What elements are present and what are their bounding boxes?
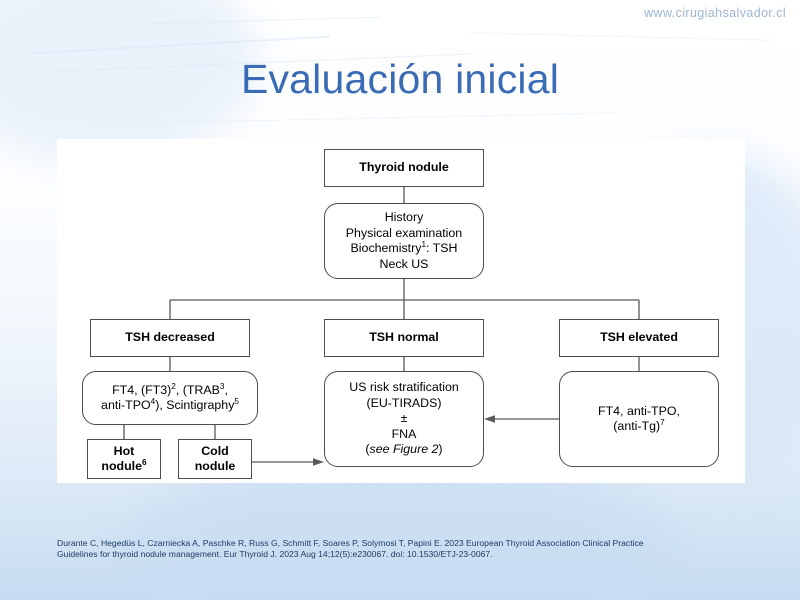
node-tsh-normal-label: TSH normal [369, 330, 439, 345]
node-hot-line-2: nodule6 [101, 457, 147, 474]
node-ft4-antitpo-label: anti-TPO [101, 398, 151, 412]
node-cold-nodule[interactable]: Cold nodule [178, 439, 252, 479]
node-ft4-line-1-tail: , [224, 382, 228, 397]
node-us-line-3: ± [400, 411, 408, 426]
node-us-line-1: US risk stratification [349, 380, 459, 395]
background-streak-5 [470, 32, 770, 41]
citation-line-1: Durante C, Hegedüs L, Czarniecka A, Pasc… [57, 538, 644, 548]
citation-line-2: Guidelines for thyroid nodule management… [57, 548, 493, 559]
node-history[interactable]: History Physical examination Biochemistr… [324, 203, 484, 279]
node-tsh-elevated-label: TSH elevated [600, 330, 678, 345]
citation-block: Durante C, Hegedüs L, Czarniecka A, Pasc… [57, 538, 757, 559]
footnote-marker-2: 2 [171, 381, 176, 391]
footnote-marker-3: 3 [219, 381, 225, 391]
footnote-marker-5: 5 [234, 396, 239, 406]
node-thyroid-nodule[interactable]: Thyroid nodule [324, 149, 484, 187]
node-elevated-line-2: (anti-Tg)7 [598, 417, 680, 435]
node-tsh-elevated[interactable]: TSH elevated [559, 319, 719, 357]
node-us-line-2: (EU-TIRADS) [366, 395, 442, 410]
footnote-marker-1: 1 [421, 239, 427, 249]
node-us-paren-close: ) [438, 442, 443, 457]
arrowhead-elevated-to-us [484, 415, 495, 423]
node-cold-line-2: nodule [194, 459, 236, 473]
arrowhead-cold-to-us [313, 458, 324, 466]
footnote-marker-4: 4 [150, 396, 156, 406]
node-ft4-scintigraphy[interactable]: FT4, (FT3)2, (TRAB3, anti-TPO4), Scintig… [82, 371, 258, 425]
node-ft4-ft3-label: FT4, (FT3) [112, 382, 172, 397]
figure-panel: Thyroid nodule History Physical examinat… [57, 139, 745, 483]
node-history-line-3: Biochemistry1: TSH [346, 239, 462, 257]
figure-2-reference: see Figure 2 [369, 442, 439, 457]
node-history-line-1: History [384, 210, 424, 224]
node-elevated-antitg-label: (anti-Tg) [613, 419, 661, 433]
node-ft4-line-2: anti-TPO4), Scintigraphy5 [101, 396, 239, 414]
node-history-line-4: Neck US [379, 256, 429, 271]
node-ft4-anti-tpo[interactable]: FT4, anti-TPO, (anti-Tg)7 [559, 371, 719, 467]
node-us-risk-stratification[interactable]: US risk stratification (EU-TIRADS) ± FNA… [324, 371, 484, 467]
node-hot-nodule-label: nodule [101, 459, 143, 473]
footnote-marker-7: 7 [660, 417, 665, 427]
node-ft4-trab-label: , (TRAB [175, 382, 220, 397]
flowchart: Thyroid nodule History Physical examinat… [57, 139, 745, 483]
node-us-paren-open: ( [365, 442, 370, 457]
node-tsh-decreased-label: TSH decreased [125, 330, 215, 345]
flowchart-connectors [123, 187, 640, 466]
node-us-line-4: FNA [391, 426, 417, 441]
node-ft4-scintigraphy-label: ), Scintigraphy [155, 398, 235, 412]
site-watermark: www.cirugiahsalvador.cl [644, 6, 786, 20]
node-history-tsh-label: : TSH [426, 241, 458, 255]
node-tsh-normal[interactable]: TSH normal [324, 319, 484, 357]
footnote-marker-6: 6 [142, 457, 147, 467]
node-tsh-decreased[interactable]: TSH decreased [90, 319, 250, 357]
node-hot-nodule[interactable]: Hot nodule6 [87, 439, 161, 479]
node-elevated-line-1: FT4, anti-TPO, [598, 403, 680, 418]
node-thyroid-nodule-label: Thyroid nodule [359, 160, 449, 175]
node-us-line-5: (see Figure 2) [349, 442, 458, 458]
node-hot-line-1: Hot [113, 444, 135, 458]
node-history-line-2: Physical examination [345, 225, 463, 240]
node-cold-line-1: Cold [201, 444, 229, 458]
node-ft4-line-1: FT4, (FT3)2, (TRAB3, [101, 381, 239, 399]
node-history-biochemistry-label: Biochemistry [350, 241, 422, 255]
page-title: Evaluación inicial [240, 56, 560, 102]
